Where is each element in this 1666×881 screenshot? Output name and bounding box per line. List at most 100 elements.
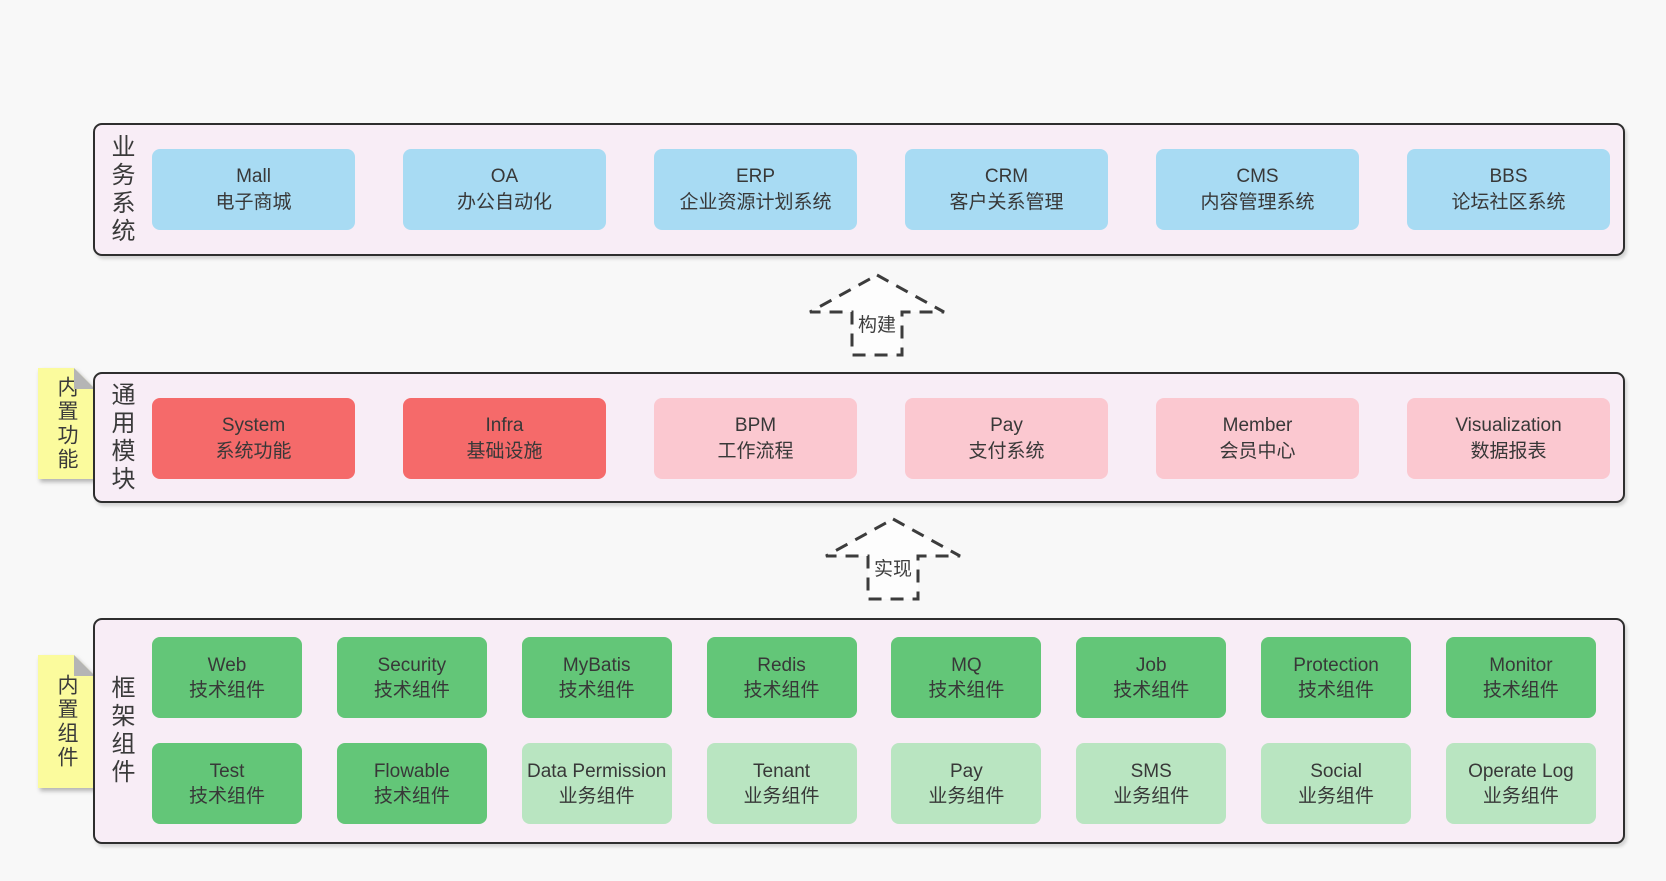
box-name: System — [221, 414, 286, 436]
implement-arrow-label: 实现 — [871, 554, 915, 581]
box-desc: 技术组件 — [558, 679, 635, 701]
box-name: CRM — [984, 165, 1029, 187]
box-name: OA — [490, 165, 519, 187]
box-desc: 技术组件 — [928, 679, 1005, 701]
box-erp: ERP 企业资源计划系统 — [654, 149, 857, 230]
band-framework-components: 框架组件 Web 技术组件 Security 技术组件 MyBatis 技术组件… — [93, 618, 1625, 844]
box-name: CMS — [1236, 165, 1279, 187]
build-arrow-label: 构建 — [855, 310, 899, 337]
box-desc: 内容管理系统 — [1200, 191, 1315, 213]
box-visualization: Visualization 数据报表 — [1407, 398, 1610, 479]
box-desc: 基础设施 — [466, 440, 543, 462]
box-name: Monitor — [1489, 654, 1553, 676]
box-name: Redis — [757, 654, 806, 676]
box-name: Tenant — [753, 760, 811, 782]
box-name: BBS — [1489, 165, 1528, 187]
build-arrow-up-icon: 构建 — [807, 272, 947, 358]
box-bpm: BPM 工作流程 — [654, 398, 857, 479]
box-tenant: Tenant 业务组件 — [706, 743, 857, 824]
folded-corner-icon — [74, 368, 95, 389]
box-desc: 办公自动化 — [456, 191, 552, 213]
box-desc: 业务组件 — [928, 785, 1005, 807]
box-desc: 会员中心 — [1219, 440, 1296, 462]
box-desc: 系统功能 — [215, 440, 292, 462]
box-desc: 论坛社区系统 — [1451, 191, 1566, 213]
box-desc: 企业资源计划系统 — [679, 191, 832, 213]
components-box-row-1: Web 技术组件 Security 技术组件 MyBatis 技术组件 Redi… — [152, 637, 1596, 718]
box-desc: 技术组件 — [1113, 679, 1190, 701]
box-job: Job 技术组件 — [1076, 637, 1227, 718]
band-business-label: 业务系统 — [107, 133, 134, 246]
components-box-row-2: Test 技术组件 Flowable 技术组件 Data Permission … — [152, 743, 1596, 824]
box-pay-module: Pay 支付系统 — [905, 398, 1108, 479]
box-desc: 业务组件 — [558, 785, 635, 807]
box-security: Security 技术组件 — [336, 637, 487, 718]
box-desc: 技术组件 — [743, 679, 820, 701]
band-components-label: 框架组件 — [107, 675, 134, 787]
sticky-components-label: 内置组件 — [55, 673, 78, 770]
box-desc: 技术组件 — [1298, 679, 1375, 701]
box-name: MyBatis — [562, 654, 631, 676]
box-name: Operate Log — [1468, 760, 1574, 782]
box-data-permission: Data Permission 业务组件 — [521, 743, 672, 824]
box-desc: 业务组件 — [1482, 785, 1559, 807]
box-desc: 技术组件 — [373, 679, 450, 701]
box-name: Pay — [990, 414, 1023, 436]
box-desc: 工作流程 — [717, 440, 794, 462]
band-business-systems: 业务系统 Mall 电子商城 OA 办公自动化 ERP 企业资源计划系统 CRM… — [93, 123, 1625, 256]
sticky-note-builtin-features: 内置功能 — [38, 368, 95, 479]
box-monitor: Monitor 技术组件 — [1445, 637, 1596, 718]
box-desc: 支付系统 — [968, 440, 1045, 462]
box-desc: 客户关系管理 — [949, 191, 1064, 213]
business-box-row: Mall 电子商城 OA 办公自动化 ERP 企业资源计划系统 CRM 客户关系… — [152, 149, 1610, 230]
band-modules-label: 通用模块 — [107, 381, 134, 494]
box-desc: 电子商城 — [215, 191, 292, 213]
box-name: Flowable — [373, 760, 450, 782]
box-oa: OA 办公自动化 — [403, 149, 606, 230]
box-name: Protection — [1293, 654, 1379, 676]
sticky-note-builtin-components: 内置组件 — [38, 655, 95, 788]
box-infra: Infra 基础设施 — [403, 398, 606, 479]
box-desc: 技术组件 — [188, 785, 265, 807]
box-pay-component: Pay 业务组件 — [891, 743, 1042, 824]
box-name: Data Permission — [526, 760, 667, 782]
box-desc: 业务组件 — [1113, 785, 1190, 807]
box-desc: 技术组件 — [188, 679, 265, 701]
box-name: Mall — [236, 165, 271, 187]
box-flowable: Flowable 技术组件 — [336, 743, 487, 824]
box-name: Visualization — [1455, 414, 1562, 436]
box-protection: Protection 技术组件 — [1261, 637, 1412, 718]
box-name: ERP — [735, 165, 776, 187]
box-name: MQ — [951, 654, 982, 676]
box-mq: MQ 技术组件 — [891, 637, 1042, 718]
box-cms: CMS 内容管理系统 — [1156, 149, 1359, 230]
folded-corner-icon — [74, 655, 95, 676]
box-name: Web — [207, 654, 247, 676]
box-desc: 技术组件 — [373, 785, 450, 807]
box-sms: SMS 业务组件 — [1076, 743, 1227, 824]
box-operate-log: Operate Log 业务组件 — [1445, 743, 1596, 824]
box-desc: 业务组件 — [743, 785, 820, 807]
box-name: Test — [209, 760, 245, 782]
box-mybatis: MyBatis 技术组件 — [521, 637, 672, 718]
box-desc: 业务组件 — [1298, 785, 1375, 807]
box-name: Security — [377, 654, 447, 676]
box-name: Pay — [950, 760, 983, 782]
box-system: System 系统功能 — [152, 398, 355, 479]
box-mall: Mall 电子商城 — [152, 149, 355, 230]
box-desc: 数据报表 — [1470, 440, 1547, 462]
box-name: BPM — [734, 414, 777, 436]
sticky-body: 内置组件 — [38, 655, 95, 788]
box-member: Member 会员中心 — [1156, 398, 1359, 479]
box-name: Member — [1222, 414, 1293, 436]
box-bbs: BBS 论坛社区系统 — [1407, 149, 1610, 230]
box-social: Social 业务组件 — [1261, 743, 1412, 824]
band-common-modules: 通用模块 System 系统功能 Infra 基础设施 BPM 工作流程 Pay… — [93, 372, 1625, 503]
implement-arrow-up-icon: 实现 — [823, 516, 963, 602]
modules-box-row: System 系统功能 Infra 基础设施 BPM 工作流程 Pay 支付系统… — [152, 398, 1610, 479]
box-test: Test 技术组件 — [152, 743, 302, 824]
box-name: SMS — [1130, 760, 1172, 782]
box-desc: 技术组件 — [1482, 679, 1559, 701]
box-redis: Redis 技术组件 — [706, 637, 857, 718]
